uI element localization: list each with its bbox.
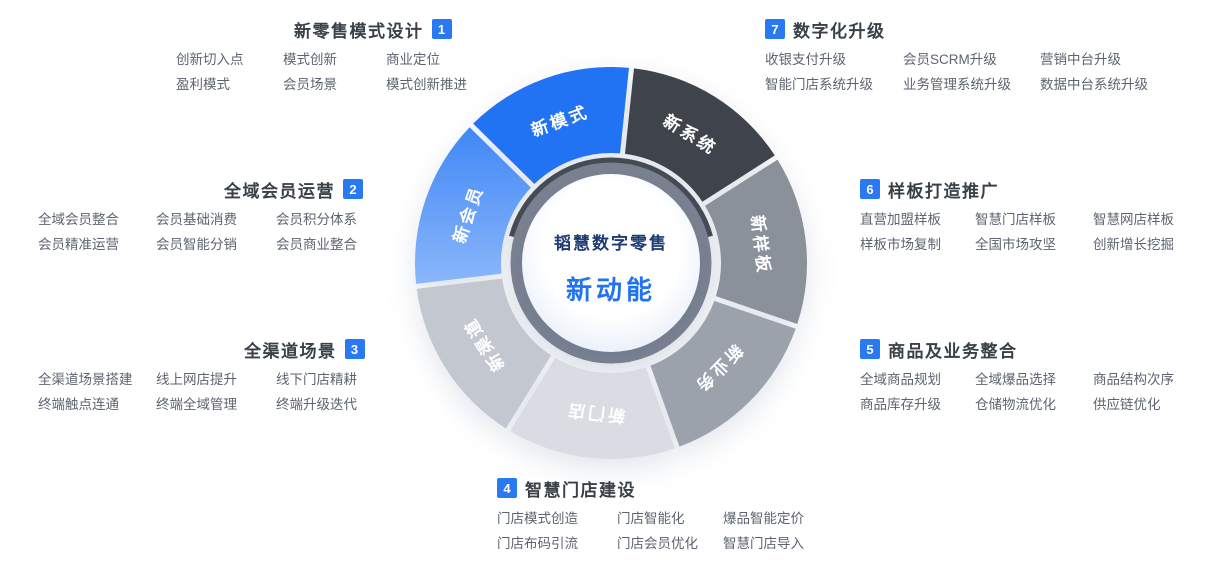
section-item: 供应链优化 <box>1093 397 1161 412</box>
section-item: 智慧门店样板 <box>975 212 1056 227</box>
section-title-row: 新零售模式设计 1 <box>294 18 516 41</box>
section-number-badge: 3 <box>344 339 365 359</box>
section-title: 全渠道场景 <box>244 341 337 361</box>
section-item: 终端全域管理 <box>156 397 237 412</box>
section-items: 全域会员整合 会员基础消费 会员积分体系会员精准运营 会员智能分销 会员商业整合 <box>38 209 386 256</box>
section-item: 数据中台系统升级 <box>1040 77 1148 92</box>
wheel-segment-1 <box>624 68 775 202</box>
section-4-smart-store: 4 智慧门店建设 门店模式创造 门店智能化 爆品智能定价门店布码引流 门店会员优化 智慧… <box>497 477 838 555</box>
section-item: 智慧门店导入 <box>723 536 804 551</box>
section-item: 会员场景 <box>283 77 337 92</box>
section-item: 仓储物流优化 <box>975 397 1056 412</box>
section-3-omnichannel-scenes: 全渠道场景 3 全渠道场景搭建 线上网店提升 线下门店精耕终端触点连通 终端全域管理 终… <box>38 338 386 416</box>
section-title-row: 5 商品及业务整合 <box>860 338 1198 361</box>
section-items: 创新切入点 模式创新 商业定位盈利模式 会员场景 模式创新推进 <box>176 49 516 96</box>
section-title: 样板打造推广 <box>888 181 999 201</box>
section-items: 全域商品规划 全域爆品选择 商品结构次序商品库存升级 仓储物流优化 供应链优化 <box>860 369 1198 416</box>
section-item: 门店会员优化 <box>617 536 698 551</box>
section-item: 创新增长挖掘 <box>1093 237 1174 252</box>
section-items: 收银支付升级 会员SCRM升级 营销中台升级智能门店系统升级 业务管理系统升级 数据中台… <box>765 49 1170 96</box>
section-item: 模式创新 <box>283 52 337 67</box>
section-item: 线下门店精耕 <box>276 372 357 387</box>
section-title: 数字化升级 <box>793 21 886 41</box>
section-item: 门店模式创造 <box>497 511 578 526</box>
center-disc <box>522 174 700 352</box>
section-items: 全渠道场景搭建 线上网店提升 线下门店精耕终端触点连通 终端全域管理 终端升级迭代 <box>38 369 386 416</box>
section-items: 门店模式创造 门店智能化 爆品智能定价门店布码引流 门店会员优化 智慧门店导入 <box>497 508 838 555</box>
section-item: 业务管理系统升级 <box>903 77 1011 92</box>
section-item: 盈利模式 <box>176 77 230 92</box>
section-number-badge: 1 <box>431 19 452 39</box>
wheel-segment-6 <box>415 127 531 284</box>
section-5-merchandise-business: 5 商品及业务整合 全域商品规划 全域爆品选择 商品结构次序商品库存升级 仓储物流优化… <box>860 338 1198 416</box>
center-title: 韬慧数字零售 <box>554 234 668 253</box>
section-item: 全域爆品选择 <box>975 372 1056 387</box>
section-number-badge: 4 <box>497 478 517 498</box>
section-item: 会员SCRM升级 <box>903 52 997 67</box>
section-item: 样板市场复制 <box>860 237 941 252</box>
center-ring-shade <box>509 157 713 239</box>
section-item: 商品结构次序 <box>1093 372 1174 387</box>
section-item: 会员商业整合 <box>276 237 357 252</box>
section-2-member-operation: 全域会员运营 2 全域会员整合 会员基础消费 会员积分体系会员精准运营 会员智能分销 会… <box>38 178 386 256</box>
section-number-badge: 5 <box>860 339 880 359</box>
section-item: 全渠道场景搭建 <box>38 372 133 387</box>
wheel-segment-3 <box>650 300 796 447</box>
section-item: 会员智能分销 <box>156 237 237 252</box>
section-item: 终端触点连通 <box>38 397 119 412</box>
section-item: 智慧网店样板 <box>1093 212 1174 227</box>
section-item: 会员积分体系 <box>276 212 357 227</box>
section-item: 门店布码引流 <box>497 536 578 551</box>
section-item: 会员基础消费 <box>156 212 237 227</box>
section-item: 终端升级迭代 <box>276 397 357 412</box>
section-item: 直营加盟样板 <box>860 212 941 227</box>
section-item: 爆品智能定价 <box>723 511 804 526</box>
section-item: 门店智能化 <box>617 511 685 526</box>
section-item: 全域会员整合 <box>38 212 119 227</box>
section-item: 全国市场攻坚 <box>975 237 1056 252</box>
section-number-badge: 7 <box>765 19 785 39</box>
section-title: 商品及业务整合 <box>888 341 1018 361</box>
section-item: 收银支付升级 <box>765 52 846 67</box>
section-item: 全域商品规划 <box>860 372 941 387</box>
section-item: 会员精准运营 <box>38 237 119 252</box>
wheel-segment-4 <box>510 357 675 459</box>
section-title: 智慧门店建设 <box>525 480 636 500</box>
wheel-segment-7 <box>473 67 629 185</box>
section-number-badge: 2 <box>343 179 363 199</box>
wheel-segment-2 <box>705 159 807 324</box>
section-item: 模式创新推进 <box>386 77 467 92</box>
wheel-center: 韬慧数字零售 新动能 <box>521 229 701 307</box>
section-title-row: 6 样板打造推广 <box>860 178 1198 201</box>
center-subtitle: 新动能 <box>565 275 656 305</box>
section-6-model-rollout: 6 样板打造推广 直营加盟样板 智慧门店样板 智慧网店样板样板市场复制 全国市场攻坚 创… <box>860 178 1198 256</box>
section-title: 新零售模式设计 <box>294 21 424 41</box>
section-item: 线上网店提升 <box>156 372 237 387</box>
section-title-row: 4 智慧门店建设 <box>497 477 838 500</box>
wheel-segment-5 <box>416 278 552 429</box>
section-title: 全域会员运营 <box>224 181 335 201</box>
center-ring <box>510 162 712 364</box>
section-title-row: 全域会员运营 2 <box>224 178 386 201</box>
section-item: 营销中台升级 <box>1040 52 1121 67</box>
section-7-digital-upgrade: 7 数字化升级 收银支付升级 会员SCRM升级 营销中台升级智能门店系统升级 业务管理… <box>765 18 1170 96</box>
section-number-badge: 6 <box>860 179 880 199</box>
section-title-row: 7 数字化升级 <box>765 18 1170 41</box>
section-item: 商品库存升级 <box>860 397 941 412</box>
section-item: 创新切入点 <box>176 52 244 67</box>
section-item: 商业定位 <box>386 52 440 67</box>
section-1-new-retail-model: 新零售模式设计 1 创新切入点 模式创新 商业定位盈利模式 会员场景 模式创新推进 <box>176 18 516 96</box>
section-title-row: 全渠道场景 3 <box>244 338 386 361</box>
section-items: 直营加盟样板 智慧门店样板 智慧网店样板样板市场复制 全国市场攻坚 创新增长挖掘 <box>860 209 1198 256</box>
section-item: 智能门店系统升级 <box>765 77 873 92</box>
